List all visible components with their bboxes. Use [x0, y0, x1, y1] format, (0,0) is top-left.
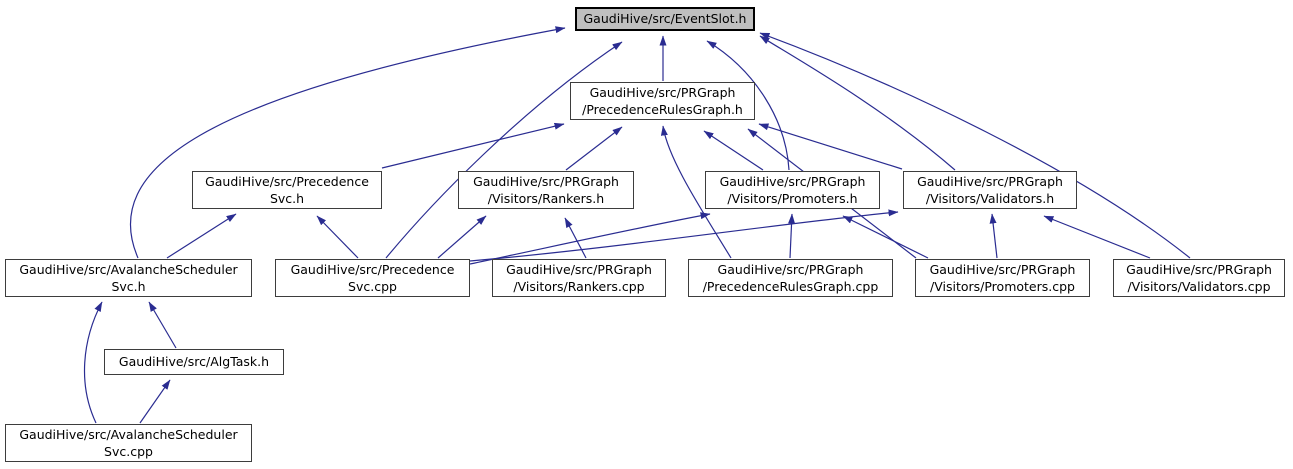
graph-node-rankers_h[interactable]: GaudiHive/src/PRGraph /Visitors/Rankers.…: [458, 171, 634, 209]
graph-node-avalanche_cpp[interactable]: GaudiHive/src/AvalancheScheduler Svc.cpp: [5, 424, 252, 462]
graph-node-avalanche_h[interactable]: GaudiHive/src/AvalancheScheduler Svc.h: [5, 259, 252, 297]
include-edge-prgraph_cpp-to-promoters_h: [788, 213, 796, 259]
graph-node-rankers_cpp[interactable]: GaudiHive/src/PRGraph /Visitors/Rankers.…: [492, 259, 666, 297]
include-edge-promoters_h-to-prgraph_h: [703, 130, 764, 171]
graph-node-algtask_h[interactable]: GaudiHive/src/AlgTask.h: [104, 349, 284, 375]
graph-node-precedencesvc_cpp[interactable]: GaudiHive/src/Precedence Svc.cpp: [275, 259, 470, 297]
include-edge-precedencesvc_cpp-to-promoters_h: [469, 212, 711, 265]
graph-node-promoters_cpp[interactable]: GaudiHive/src/PRGraph /Visitors/Promoter…: [915, 259, 1090, 297]
include-edge-precedencesvc_h-to-prgraph_h: [381, 122, 565, 169]
include-edge-validators_h-to-prgraph_h: [758, 123, 903, 170]
include-edge-avalanche_cpp-to-avalanche_h: [83, 301, 103, 424]
include-edge-validators_cpp-to-eventslot_h: [759, 32, 1191, 259]
graph-node-validators_cpp[interactable]: GaudiHive/src/PRGraph /Visitors/Validato…: [1113, 259, 1285, 297]
edges-group: [83, 26, 1191, 424]
include-edge-validators_h-to-eventslot_h: [759, 35, 956, 171]
include-edge-precedencesvc_cpp-to-precedencesvc_h: [316, 215, 359, 259]
include-edge-avalanche_h-to-precedencesvc_h: [166, 213, 237, 259]
include-edge-prgraph_cpp-to-prgraph_h: [660, 125, 732, 259]
graph-node-promoters_h[interactable]: GaudiHive/src/PRGraph /Visitors/Promoter…: [705, 171, 880, 209]
include-edge-avalanche_cpp-to-algtask_h: [139, 379, 171, 424]
include-edge-precedencesvc_cpp-to-rankers_h: [437, 215, 487, 259]
include-edge-rankers_cpp-to-rankers_h: [564, 217, 587, 259]
include-edge-promoters_h-to-eventslot_h: [706, 40, 790, 171]
graph-node-prgraph_cpp[interactable]: GaudiHive/src/PRGraph /PrecedenceRulesGr…: [688, 259, 893, 297]
include-edge-promoters_cpp-to-promoters_h: [842, 215, 929, 259]
graph-node-precedencesvc_h[interactable]: GaudiHive/src/Precedence Svc.h: [192, 171, 382, 209]
graph-node-validators_h[interactable]: GaudiHive/src/PRGraph /Visitors/Validato…: [903, 171, 1077, 209]
include-edge-promoters_cpp-to-validators_h: [989, 213, 998, 259]
graph-node-eventslot_h[interactable]: GaudiHive/src/EventSlot.h: [575, 7, 755, 31]
include-edge-rankers_h-to-prgraph_h: [565, 126, 623, 171]
include-edge-validators_cpp-to-validators_h: [1043, 215, 1151, 259]
graph-node-prgraph_h[interactable]: GaudiHive/src/PRGraph /PrecedenceRulesGr…: [570, 82, 755, 120]
include-edge-algtask_h-to-avalanche_h: [148, 301, 177, 349]
include-edge-precedencesvc_cpp-to-eventslot_h: [385, 41, 623, 259]
include-edge-avalanche_h-to-eventslot_h: [129, 26, 566, 259]
